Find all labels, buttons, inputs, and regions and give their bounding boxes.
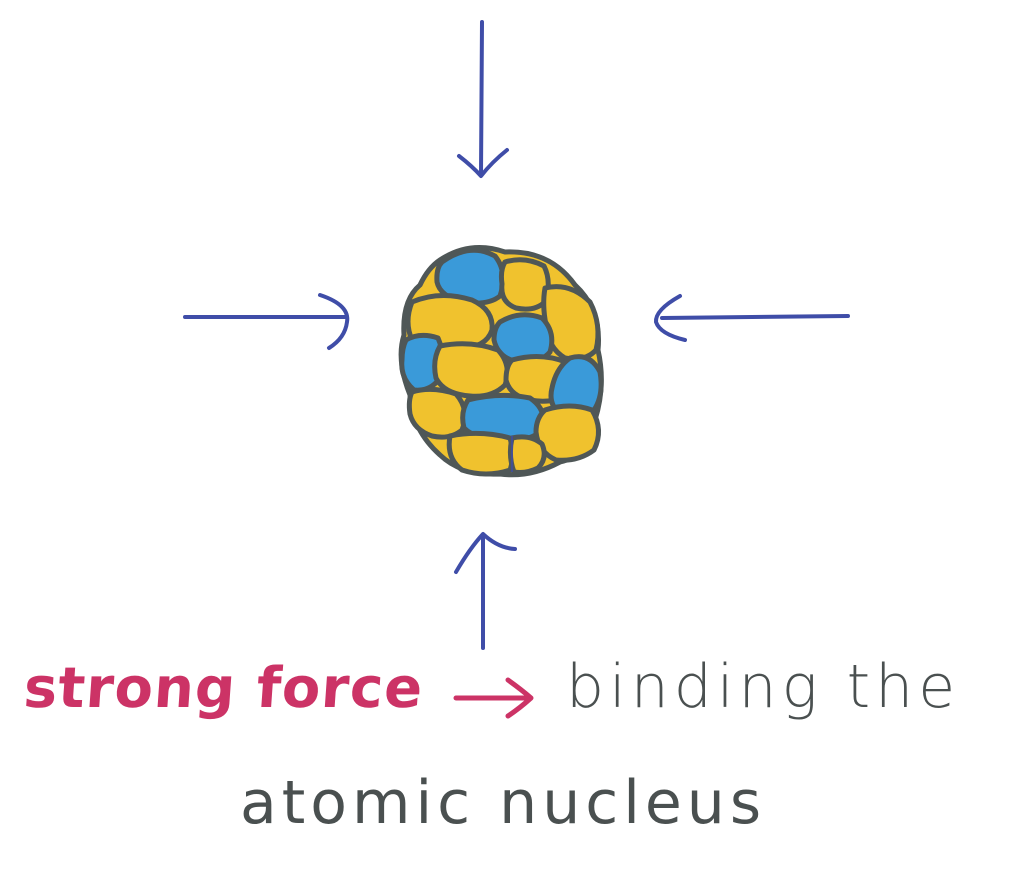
caption-line-1: binding the [566, 652, 961, 722]
arrow-from-top [457, 20, 509, 178]
arrow-from-right-shaft [660, 314, 850, 320]
caption-line-2: atomic nucleus [240, 768, 767, 838]
arrow-from-bottom-head [454, 532, 517, 574]
neutron-lower-left [406, 386, 468, 440]
right-arrow-icon-head [505, 677, 534, 719]
proton-top-left [434, 247, 506, 306]
arrow-from-left-head [318, 293, 350, 350]
arrow-from-right [654, 294, 850, 342]
arrow-from-right-head [654, 294, 687, 342]
neutron-lower-right [533, 403, 601, 463]
strong-force-label: strong force [21, 656, 426, 721]
arrow-from-top-shaft [479, 20, 484, 176]
right-arrow-icon [453, 677, 534, 719]
neutron-bottom-left [446, 430, 515, 477]
arrow-from-bottom [454, 532, 517, 650]
arrow-from-top-head [457, 148, 509, 178]
atomic-nucleus [398, 245, 604, 478]
neutron-middle-left [432, 341, 510, 399]
neutron-top-center [498, 257, 551, 312]
neutron-bottom-right [507, 434, 547, 475]
arrow-from-left [183, 293, 350, 350]
inward-arrows [183, 20, 850, 650]
